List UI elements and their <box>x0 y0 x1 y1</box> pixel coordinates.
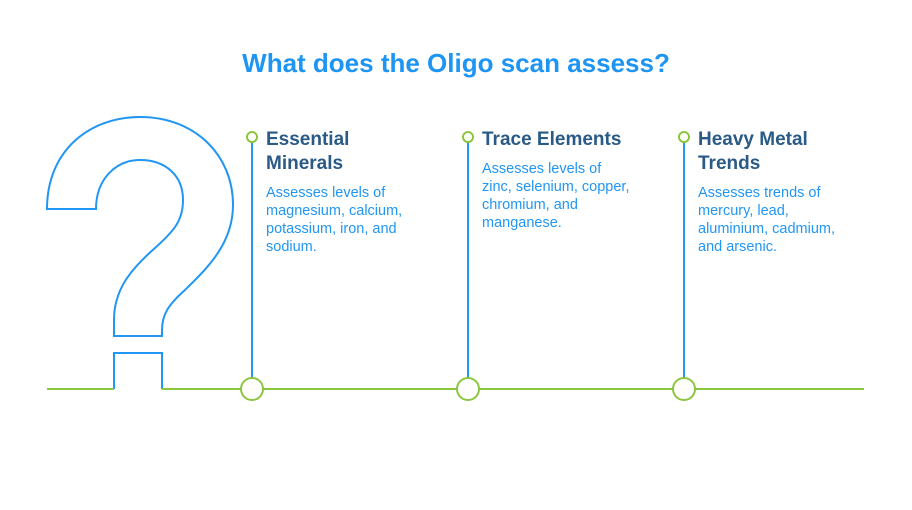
timeline-marker-3 <box>672 131 696 401</box>
timeline-marker-1 <box>240 131 264 401</box>
item-heading: Essential Minerals <box>266 129 350 174</box>
item-description: Assesses levels of magnesium, calcium, p… <box>266 185 403 255</box>
item-essential-minerals: Essential Minerals Assesses levels of ma… <box>266 128 456 256</box>
question-mark-icon <box>45 115 235 337</box>
item-trace-elements: Trace Elements Assesses levels of zinc, … <box>482 128 672 232</box>
item-heading: Heavy Metal Trends <box>698 129 808 174</box>
question-mark-dot <box>113 352 163 389</box>
timeline-marker-2 <box>456 131 480 401</box>
item-description: Assesses levels of zinc, selenium, coppe… <box>482 161 630 231</box>
page-title: What does the Oligo scan assess? <box>242 48 670 78</box>
item-heavy-metal-trends: Heavy Metal Trends Assesses trends of me… <box>698 128 888 256</box>
item-description: Assesses trends of mercury, lead, alumin… <box>698 185 835 255</box>
item-heading: Trace Elements <box>482 129 622 150</box>
